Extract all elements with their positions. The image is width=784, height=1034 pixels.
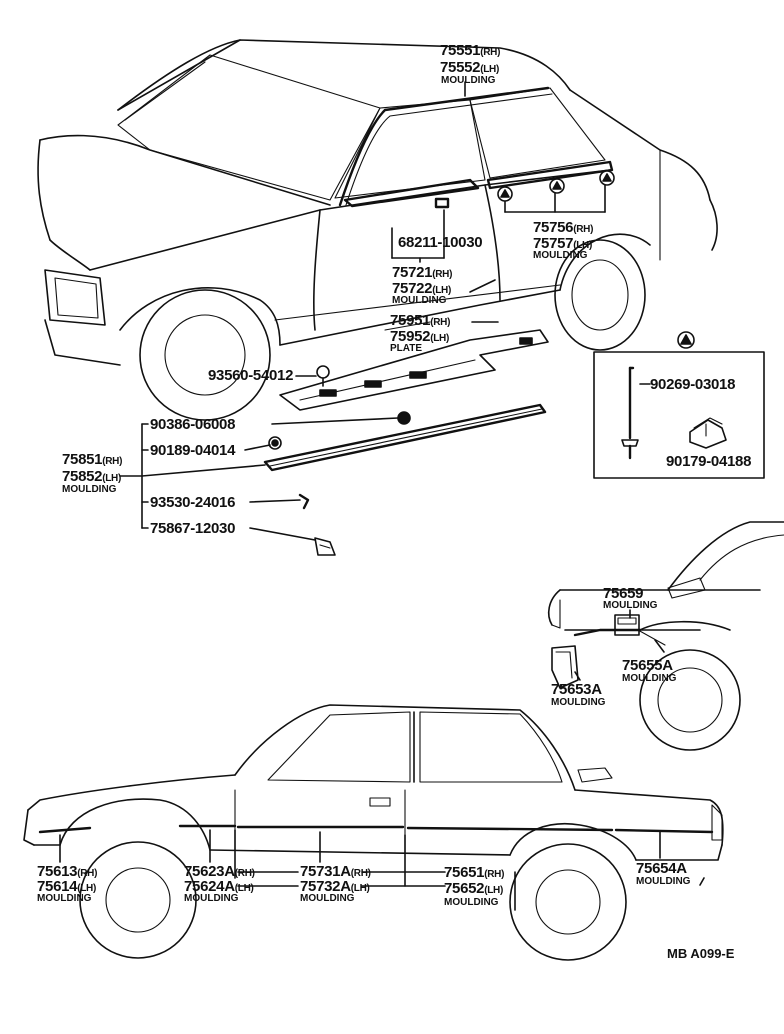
callout-75655A: 75655A MOULDING xyxy=(622,657,677,684)
svg-text:75659: 75659 xyxy=(603,585,643,602)
svg-text:MOULDING: MOULDING xyxy=(62,484,117,495)
marker-a-circles xyxy=(497,170,615,202)
svg-text:MOULDING: MOULDING xyxy=(622,673,677,684)
svg-text:75951(RH): 75951(RH) xyxy=(390,312,450,329)
svg-text:75851(RH): 75851(RH) xyxy=(62,451,122,468)
svg-text:75613(RH): 75613(RH) xyxy=(37,863,97,880)
svg-text:90189-04014: 90189-04014 xyxy=(150,442,236,459)
svg-text:MOULDING: MOULDING xyxy=(392,295,447,306)
diagram-reference-code: MB A099-E xyxy=(667,946,735,961)
svg-text:MOULDING: MOULDING xyxy=(300,893,355,904)
svg-text:93530-24016: 93530-24016 xyxy=(150,494,235,511)
callout-75651: 75651(RH) 75652(LH) MOULDING xyxy=(444,864,504,908)
svg-text:MOULDING: MOULDING xyxy=(184,893,239,904)
callout-93560: 93560-54012 xyxy=(208,367,293,384)
svg-text:MOULDING: MOULDING xyxy=(636,876,691,887)
svg-text:90386-06008: 90386-06008 xyxy=(150,416,235,433)
bottom-car-illustration xyxy=(23,704,724,961)
svg-text:MOULDING: MOULDING xyxy=(441,75,496,86)
callout-75613: 75613(RH) 75614(LH) MOULDING xyxy=(37,863,97,904)
callout-75654A: 75654A MOULDING xyxy=(636,860,691,887)
callout-68211: 68211-10030 xyxy=(398,234,483,251)
callout-75653A: 75653A MOULDING xyxy=(551,681,606,708)
svg-text:75757(LH): 75757(LH) xyxy=(533,235,592,252)
callout-belt-moulding: 75721(RH) 75722(LH) MOULDING xyxy=(392,264,452,306)
callout-roof-moulding: 75551(RH) 75552(LH) MOULDING xyxy=(440,42,500,86)
callout-scuff-plate: 75951(RH) 75952(LH) PLATE xyxy=(390,312,450,354)
svg-text:PLATE: PLATE xyxy=(390,343,422,354)
svg-text:75655A: 75655A xyxy=(622,657,673,674)
svg-text:75654A: 75654A xyxy=(636,860,687,877)
svg-text:75624A(LH): 75624A(LH) xyxy=(184,878,254,895)
svg-text:75551(RH): 75551(RH) xyxy=(440,42,500,59)
svg-text:75552(LH): 75552(LH) xyxy=(440,59,499,76)
svg-text:75614(LH): 75614(LH) xyxy=(37,878,96,895)
svg-text:75952(LH): 75952(LH) xyxy=(390,328,449,345)
top-callout-leaders xyxy=(119,81,606,541)
svg-text:75652(LH): 75652(LH) xyxy=(444,880,503,897)
svg-text:MOULDING: MOULDING xyxy=(551,697,606,708)
svg-text:75732A(LH): 75732A(LH) xyxy=(300,878,370,895)
detail-a-box: 90269-03018 90179-04188 xyxy=(593,331,765,479)
svg-text:75721(RH): 75721(RH) xyxy=(392,264,452,281)
callout-rocker-group: 90386-06008 90189-04014 75851(RH) 75852(… xyxy=(62,416,236,537)
svg-text:75623A(RH): 75623A(RH) xyxy=(184,863,255,880)
svg-text:MOULDING: MOULDING xyxy=(37,893,92,904)
svg-text:75653A: 75653A xyxy=(551,681,602,698)
svg-text:MOULDING: MOULDING xyxy=(533,250,588,261)
rear-corner-illustration xyxy=(547,521,784,751)
svg-text:MOULDING: MOULDING xyxy=(603,600,658,611)
svg-text:75867-12030: 75867-12030 xyxy=(150,520,235,537)
detail-a-nut-label: 90179-04188 xyxy=(666,453,751,470)
svg-text:75731A(RH): 75731A(RH) xyxy=(300,863,371,880)
svg-text:93560-54012: 93560-54012 xyxy=(208,367,293,384)
svg-text:68211-10030: 68211-10030 xyxy=(398,234,482,251)
svg-text:75756(RH): 75756(RH) xyxy=(533,219,593,236)
top-car-illustration xyxy=(37,39,718,556)
callout-75659: 75659 MOULDING xyxy=(603,585,658,611)
callout-75731A: 75731A(RH) 75732A(LH) MOULDING xyxy=(300,863,371,904)
rear-corner-leaders xyxy=(574,609,665,681)
callout-75623A: 75623A(RH) 75624A(LH) MOULDING xyxy=(184,863,255,904)
callout-window-moulding: 75756(RH) 75757(LH) MOULDING xyxy=(533,219,593,261)
svg-text:75651(RH): 75651(RH) xyxy=(444,864,504,881)
detail-a-bolt-label: 90269-03018 xyxy=(650,376,735,393)
bottom-callout-leaders xyxy=(59,829,705,911)
svg-text:75852(LH): 75852(LH) xyxy=(62,468,121,485)
svg-text:MOULDING: MOULDING xyxy=(444,897,499,908)
svg-text:75722(LH): 75722(LH) xyxy=(392,280,451,297)
